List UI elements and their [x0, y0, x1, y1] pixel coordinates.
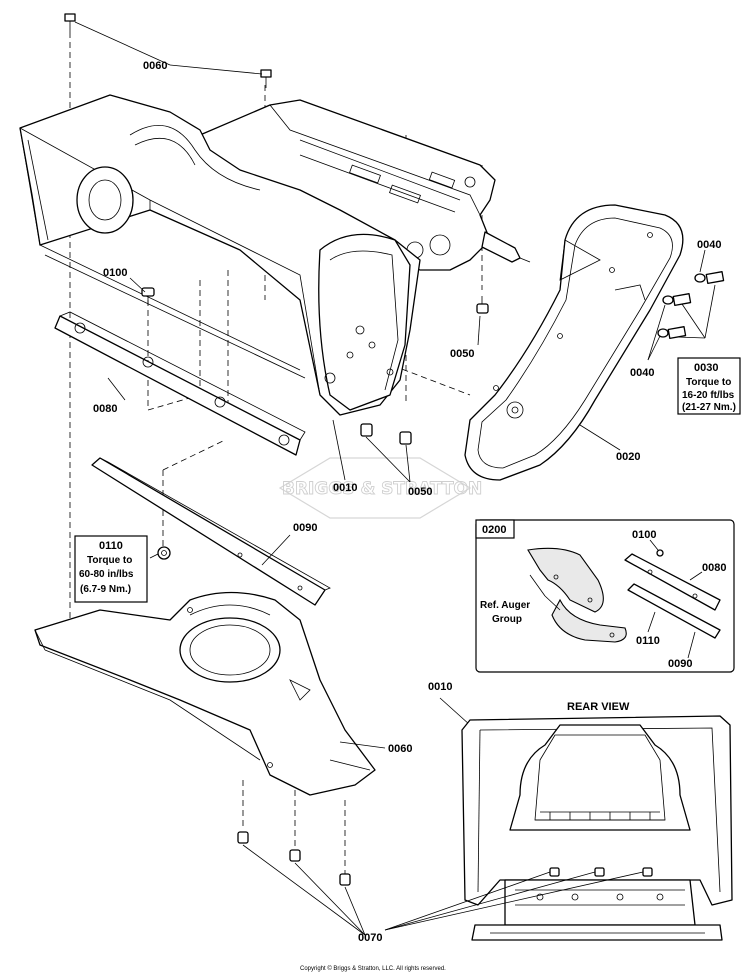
callout-0110: 0110	[99, 540, 123, 552]
torque-0110-line3: (6.7-9 Nm.)	[80, 584, 131, 595]
inset-callout-0110: 0110	[636, 635, 660, 647]
callout-0020: 0020	[616, 451, 640, 463]
leader-lines	[74, 21, 716, 936]
torque-0110-line1: Torque to	[87, 555, 132, 566]
inset-callout-0080: 0080	[702, 562, 726, 574]
torque-0110-line2: 60-80 in/lbs	[79, 569, 134, 580]
callout-0050-bottom: 0050	[408, 486, 432, 498]
inset-ref-auger-line1: Ref. Auger	[480, 600, 530, 611]
callout-0010: 0010	[333, 482, 357, 494]
bolt-0060-left	[64, 13, 76, 32]
side-cover-0020	[464, 204, 684, 481]
torque-0030-line2: 16-20 ft/lbs	[682, 390, 735, 401]
copyright-text: Copyright © Briggs & Stratton, LLC. All …	[300, 965, 446, 972]
torque-0030-line1: Torque to	[686, 377, 731, 388]
rear-view-title: REAR VIEW	[567, 701, 630, 713]
callout-0040-bottom: 0040	[630, 367, 654, 379]
callout-0090: 0090	[293, 522, 317, 534]
callout-0060-bottom: 0060	[388, 743, 412, 755]
strip-0090	[91, 457, 331, 606]
inset-callout-0090: 0090	[668, 658, 692, 670]
brand-watermark: BRIGGS & STRATTON	[278, 457, 483, 519]
callout-0070: 0070	[358, 932, 382, 944]
callouts: 0060 0100 0080 0050 0040 0040 0020 0010 …	[93, 60, 721, 944]
callout-0100: 0100	[103, 267, 127, 279]
torque-0030-line3: (21-27 Nm.)	[682, 402, 736, 413]
callout-0040-top: 0040	[697, 239, 721, 251]
strip-0080	[54, 311, 306, 456]
inset-id: 0200	[482, 524, 506, 536]
callout-0080: 0080	[93, 403, 117, 415]
callout-0050-right: 0050	[450, 348, 474, 360]
rear-view: REAR VIEW	[384, 701, 733, 941]
nut-0110	[157, 546, 171, 560]
inset-0200: 0200 Ref. Auger Group 0100 0080 0110 009…	[475, 519, 735, 673]
screws-0070	[237, 831, 351, 886]
bolt-0050-right	[476, 296, 489, 314]
housing-0010	[19, 94, 531, 416]
torque-note-0030: 0030 Torque to 16-20 ft/lbs (21-27 Nm.)	[677, 357, 741, 415]
inset-callout-0100: 0100	[632, 529, 656, 541]
inset-ref-auger-line2: Group	[492, 614, 522, 625]
bolt-0060-right	[260, 69, 272, 88]
torque-note-0110: 0110 Torque to 60-80 in/lbs (6.7-9 Nm.)	[74, 535, 148, 603]
bolts-0030-washers-0040	[657, 271, 725, 339]
chute-base-0060	[34, 591, 376, 796]
callout-0030: 0030	[694, 362, 718, 374]
callout-0010-rear: 0010	[428, 681, 452, 693]
callout-0060-top: 0060	[143, 60, 167, 72]
bolts-0050-bottom	[360, 423, 412, 445]
bolt-0100	[141, 287, 155, 305]
watermark-text: BRIGGS & STRATTON	[282, 479, 482, 499]
